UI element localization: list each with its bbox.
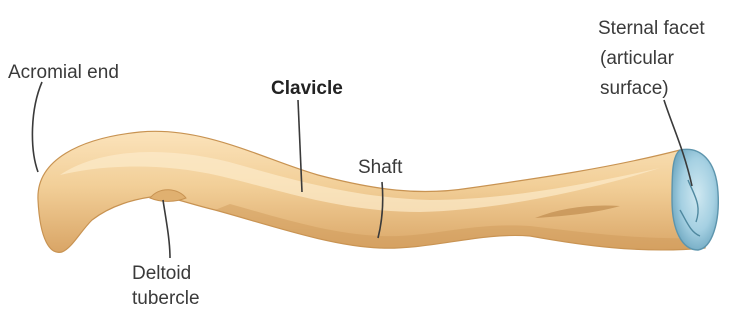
label-tubercle: tubercle <box>132 288 200 309</box>
label-clavicle: Clavicle <box>271 78 343 99</box>
clavicle-bone <box>38 131 712 252</box>
acromial-end-leader <box>32 82 42 172</box>
label-deltoid: Deltoid <box>132 263 191 284</box>
label-surface: surface) <box>600 78 669 99</box>
deltoid-tubercle-leader <box>163 200 170 258</box>
label-sternal-facet: Sternal facet <box>598 18 705 39</box>
label-shaft: Shaft <box>358 157 403 178</box>
label-articular: (articular <box>600 48 675 69</box>
label-acromial-end: Acromial end <box>8 62 119 83</box>
sternal-articular-facet <box>672 149 718 250</box>
